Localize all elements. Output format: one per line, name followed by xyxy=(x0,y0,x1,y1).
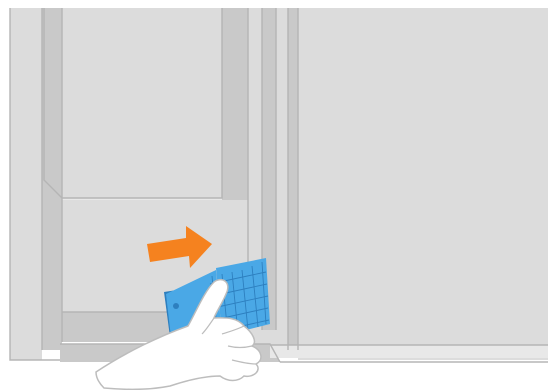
right-main-panel xyxy=(298,8,548,360)
right-panel-edge xyxy=(288,8,298,350)
left-side-panel xyxy=(10,8,42,360)
upper-door-shadow xyxy=(44,8,62,198)
upper-door-panel xyxy=(62,8,222,200)
base-rail-right xyxy=(270,345,548,358)
filter-screw xyxy=(173,303,179,309)
